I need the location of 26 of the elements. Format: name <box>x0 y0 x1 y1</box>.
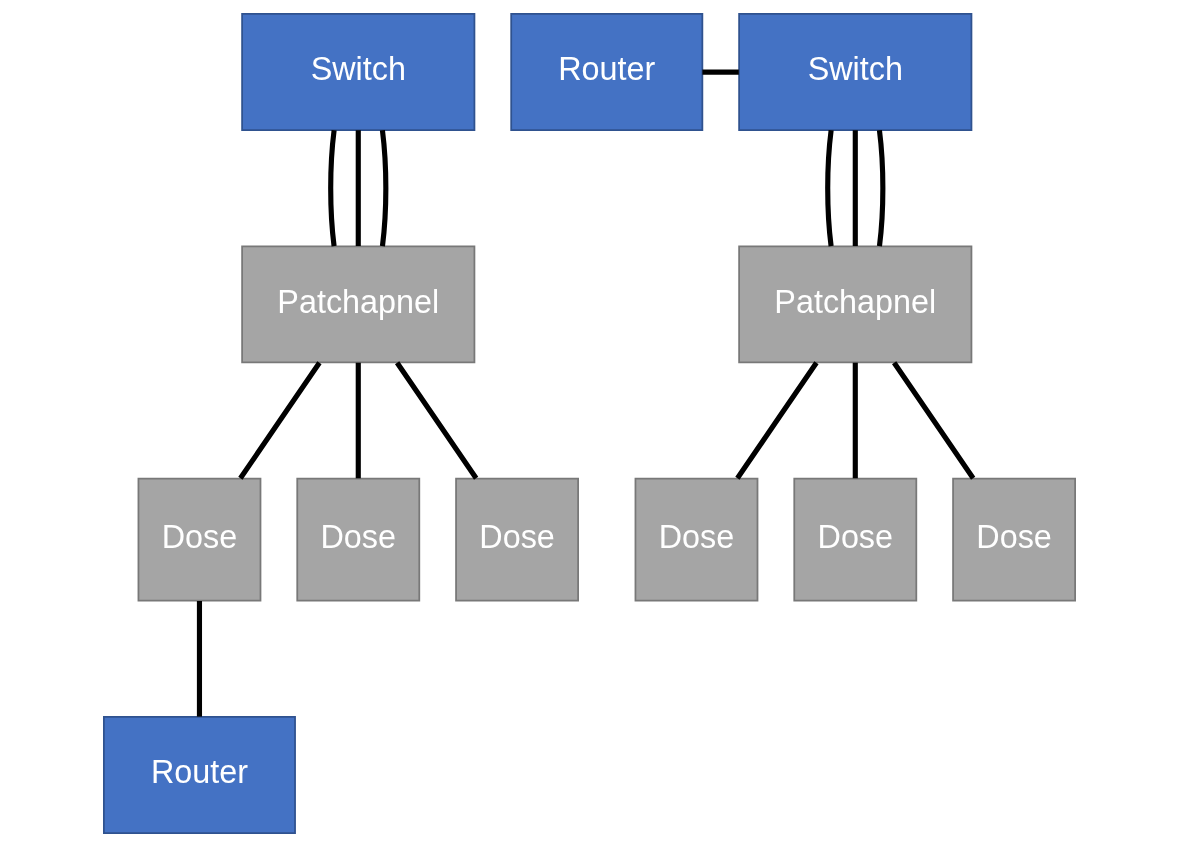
node-box: Router <box>102 716 296 834</box>
connector <box>852 130 858 247</box>
node-box: Dose <box>792 477 917 602</box>
connector <box>379 129 388 247</box>
connector <box>824 129 834 247</box>
node-box: Patchapnel <box>240 245 475 364</box>
connector <box>876 129 885 247</box>
connector <box>355 130 361 247</box>
node-box: Router <box>509 13 703 131</box>
connector <box>355 362 361 479</box>
node-box: Dose <box>137 477 261 602</box>
node-box: Patchapnel <box>737 245 972 364</box>
connector <box>196 600 202 717</box>
connector <box>852 362 858 479</box>
connector <box>394 361 478 480</box>
connector <box>701 69 739 75</box>
connector <box>891 361 975 480</box>
connector <box>237 361 322 480</box>
node-box: Dose <box>454 477 579 602</box>
node-box: Dose <box>295 477 420 602</box>
node-box: Switch <box>737 13 972 131</box>
node-box: Switch <box>240 13 475 131</box>
connector <box>734 361 819 480</box>
connector <box>327 129 337 247</box>
node-box: Dose <box>634 477 758 602</box>
node-box: Dose <box>951 477 1076 602</box>
